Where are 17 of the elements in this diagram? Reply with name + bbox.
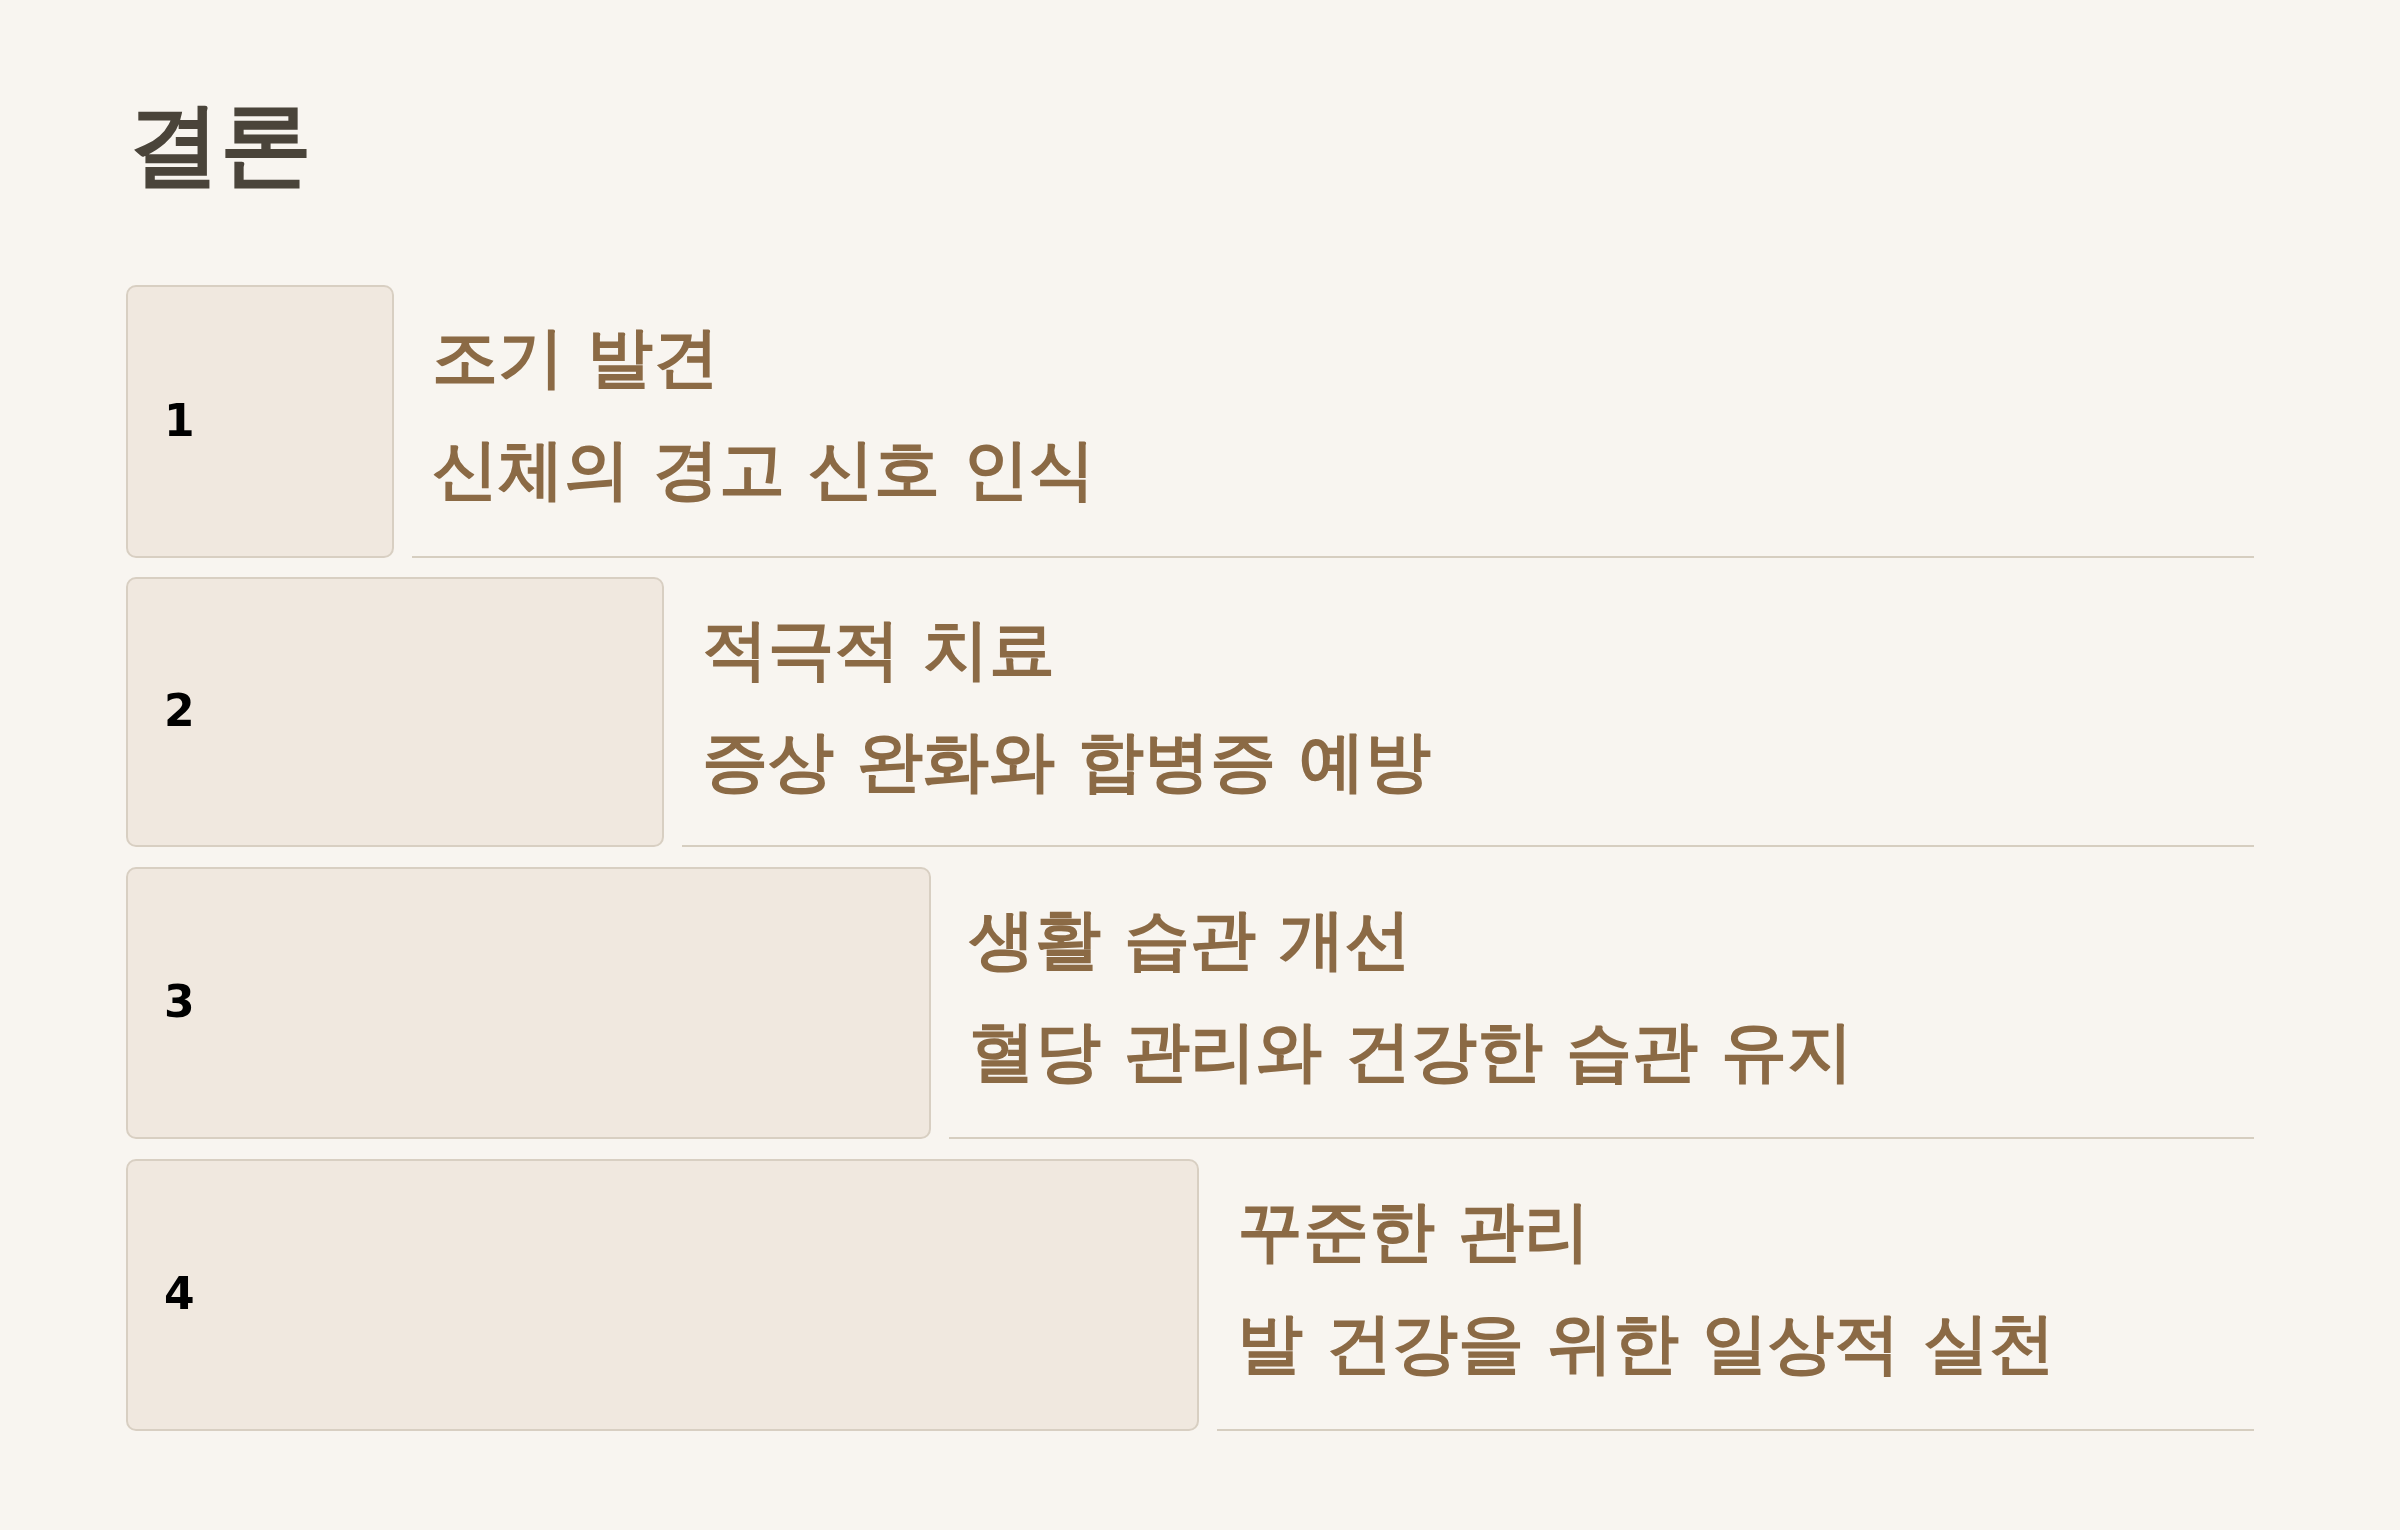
step-description: 신체의 경고 신호 인식 bbox=[432, 430, 1095, 510]
step-box bbox=[126, 867, 931, 1139]
step-box bbox=[126, 285, 394, 558]
slide-title: 결론 bbox=[128, 92, 312, 198]
step-description: 증상 완화와 합병증 예방 bbox=[702, 722, 1431, 802]
step-box bbox=[126, 577, 664, 847]
step-box bbox=[126, 1159, 1199, 1431]
step-heading: 적극적 치료 bbox=[702, 610, 1055, 690]
step-number: 2 bbox=[164, 686, 195, 737]
step-heading: 조기 발견 bbox=[432, 318, 719, 398]
step-description: 발 건강을 위한 일상적 실천 bbox=[1237, 1304, 2055, 1384]
step-heading: 꾸준한 관리 bbox=[1237, 1192, 1590, 1272]
step-number: 3 bbox=[164, 977, 195, 1028]
step-description: 혈당 관리와 건강한 습관 유지 bbox=[969, 1012, 1853, 1092]
step-heading: 생활 습관 개선 bbox=[969, 900, 1411, 980]
step-number: 4 bbox=[164, 1269, 195, 1320]
step-number: 1 bbox=[164, 395, 195, 447]
